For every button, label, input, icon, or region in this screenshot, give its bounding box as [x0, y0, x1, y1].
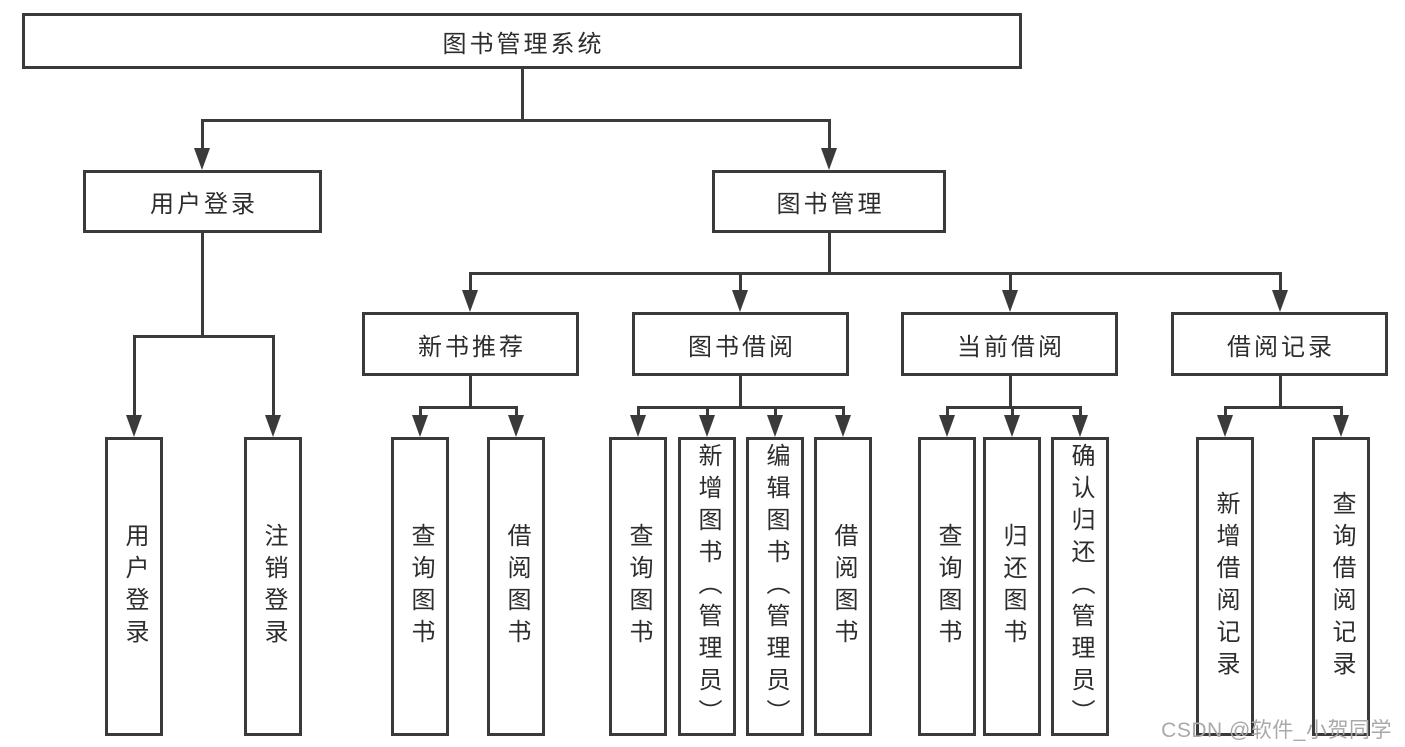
connector-drop	[468, 272, 472, 290]
connector-stem	[1008, 376, 1012, 409]
connector-drop	[514, 406, 518, 415]
node-label: 归还图书	[999, 522, 1026, 651]
node-library-management-system: 图书管理系统	[22, 13, 1022, 69]
arrowhead-down-icon	[835, 415, 851, 437]
connector-drop	[271, 335, 275, 415]
node-label: 图书管理	[776, 191, 885, 218]
node-label: 查询图书	[407, 522, 434, 651]
connector-drop	[1223, 406, 1227, 415]
connector-drop	[132, 335, 136, 415]
node-label: 编辑图书（管理员）	[762, 442, 789, 731]
node-leaf-add-books-admin: 新增图书（管理员）	[678, 437, 736, 736]
connector-stem	[1278, 376, 1282, 409]
arrowhead-down-icon	[1272, 290, 1288, 312]
node-label: 查询借阅记录	[1328, 490, 1355, 683]
node-leaf-query-books-recommend: 查询图书	[391, 437, 449, 736]
connector-drop	[200, 119, 204, 148]
arrowhead-down-icon	[732, 290, 748, 312]
node-book-management: 图书管理	[712, 170, 946, 233]
node-leaf-logout: 注销登录	[244, 437, 302, 736]
node-label: 图书管理系统	[442, 30, 605, 58]
arrowhead-down-icon	[126, 415, 142, 437]
connector-rail	[468, 272, 1282, 275]
connector-stem	[738, 376, 742, 409]
node-label: 用户登录	[150, 191, 258, 218]
arrowhead-down-icon	[508, 415, 524, 437]
connector-stem	[200, 233, 204, 338]
arrowhead-down-icon	[1217, 415, 1233, 437]
node-label: 注销登录	[260, 522, 287, 651]
arrowhead-down-icon	[412, 415, 428, 437]
node-label: 借阅图书	[830, 522, 857, 651]
connector-rail	[636, 406, 845, 409]
node-leaf-borrow-books: 借阅图书	[814, 437, 872, 736]
connector-drop	[827, 119, 831, 148]
connector-stem	[520, 69, 524, 122]
node-leaf-edit-books-admin: 编辑图书（管理员）	[746, 437, 804, 736]
node-leaf-query-books-current: 查询图书	[918, 437, 976, 736]
node-leaf-borrow-books-recommend: 借阅图书	[487, 437, 545, 736]
node-label: 新增借阅记录	[1212, 490, 1239, 683]
node-label: 借阅记录	[1227, 333, 1335, 361]
connector-drop	[773, 406, 777, 415]
node-leaf-query-books-borrowing: 查询图书	[609, 437, 667, 736]
node-label: 用户登录	[121, 522, 148, 651]
arrowhead-down-icon	[265, 415, 281, 437]
arrowhead-down-icon	[1002, 290, 1018, 312]
arrowhead-down-icon	[630, 415, 646, 437]
connector-drop	[841, 406, 845, 415]
node-leaf-confirm-return-admin: 确认归还（管理员）	[1051, 437, 1109, 736]
node-leaf-add-borrow-record: 新增借阅记录	[1196, 437, 1254, 736]
arrowhead-down-icon	[462, 290, 478, 312]
node-label: 新增图书（管理员）	[694, 442, 721, 731]
connector-drop	[945, 406, 949, 415]
connector-drop	[1010, 406, 1014, 415]
connector-rail	[945, 406, 1082, 409]
arrowhead-down-icon	[699, 415, 715, 437]
connector-rail	[200, 119, 831, 122]
arrowhead-down-icon	[1333, 415, 1349, 437]
arrowhead-down-icon	[821, 148, 837, 170]
connector-stem	[468, 376, 472, 409]
node-label: 借阅图书	[503, 522, 530, 651]
connector-drop	[1008, 272, 1012, 290]
node-label: 查询图书	[934, 522, 961, 651]
node-borrowing-records: 借阅记录	[1171, 312, 1388, 376]
connector-drop	[705, 406, 709, 415]
arrowhead-down-icon	[194, 148, 210, 170]
connector-rail	[418, 406, 518, 409]
connector-stem	[827, 233, 831, 275]
connector-rail	[132, 335, 275, 338]
connector-drop	[1078, 406, 1082, 415]
node-label: 确认归还（管理员）	[1067, 442, 1094, 731]
node-label: 图书借阅	[688, 333, 796, 361]
connector-drop	[636, 406, 640, 415]
node-label: 查询图书	[625, 522, 652, 651]
arrowhead-down-icon	[1072, 415, 1088, 437]
connector-drop	[1339, 406, 1343, 415]
connector-drop	[738, 272, 742, 290]
connector-rail	[1223, 406, 1343, 409]
watermark: CSDN @软件_小贺同学	[1161, 719, 1392, 742]
connector-drop	[418, 406, 422, 415]
node-leaf-return-books: 归还图书	[983, 437, 1041, 736]
node-label: 新书推荐	[418, 333, 526, 361]
arrowhead-down-icon	[939, 415, 955, 437]
node-leaf-user-login: 用户登录	[105, 437, 163, 736]
arrowhead-down-icon	[767, 415, 783, 437]
node-user-login: 用户登录	[83, 170, 322, 233]
node-current-borrowing: 当前借阅	[901, 312, 1118, 376]
node-leaf-query-borrow-record: 查询借阅记录	[1312, 437, 1370, 736]
node-new-book-recommendation: 新书推荐	[362, 312, 579, 376]
node-label: 当前借阅	[957, 333, 1065, 361]
node-book-borrowing: 图书借阅	[632, 312, 849, 376]
arrowhead-down-icon	[1004, 415, 1020, 437]
connector-drop	[1278, 272, 1282, 290]
